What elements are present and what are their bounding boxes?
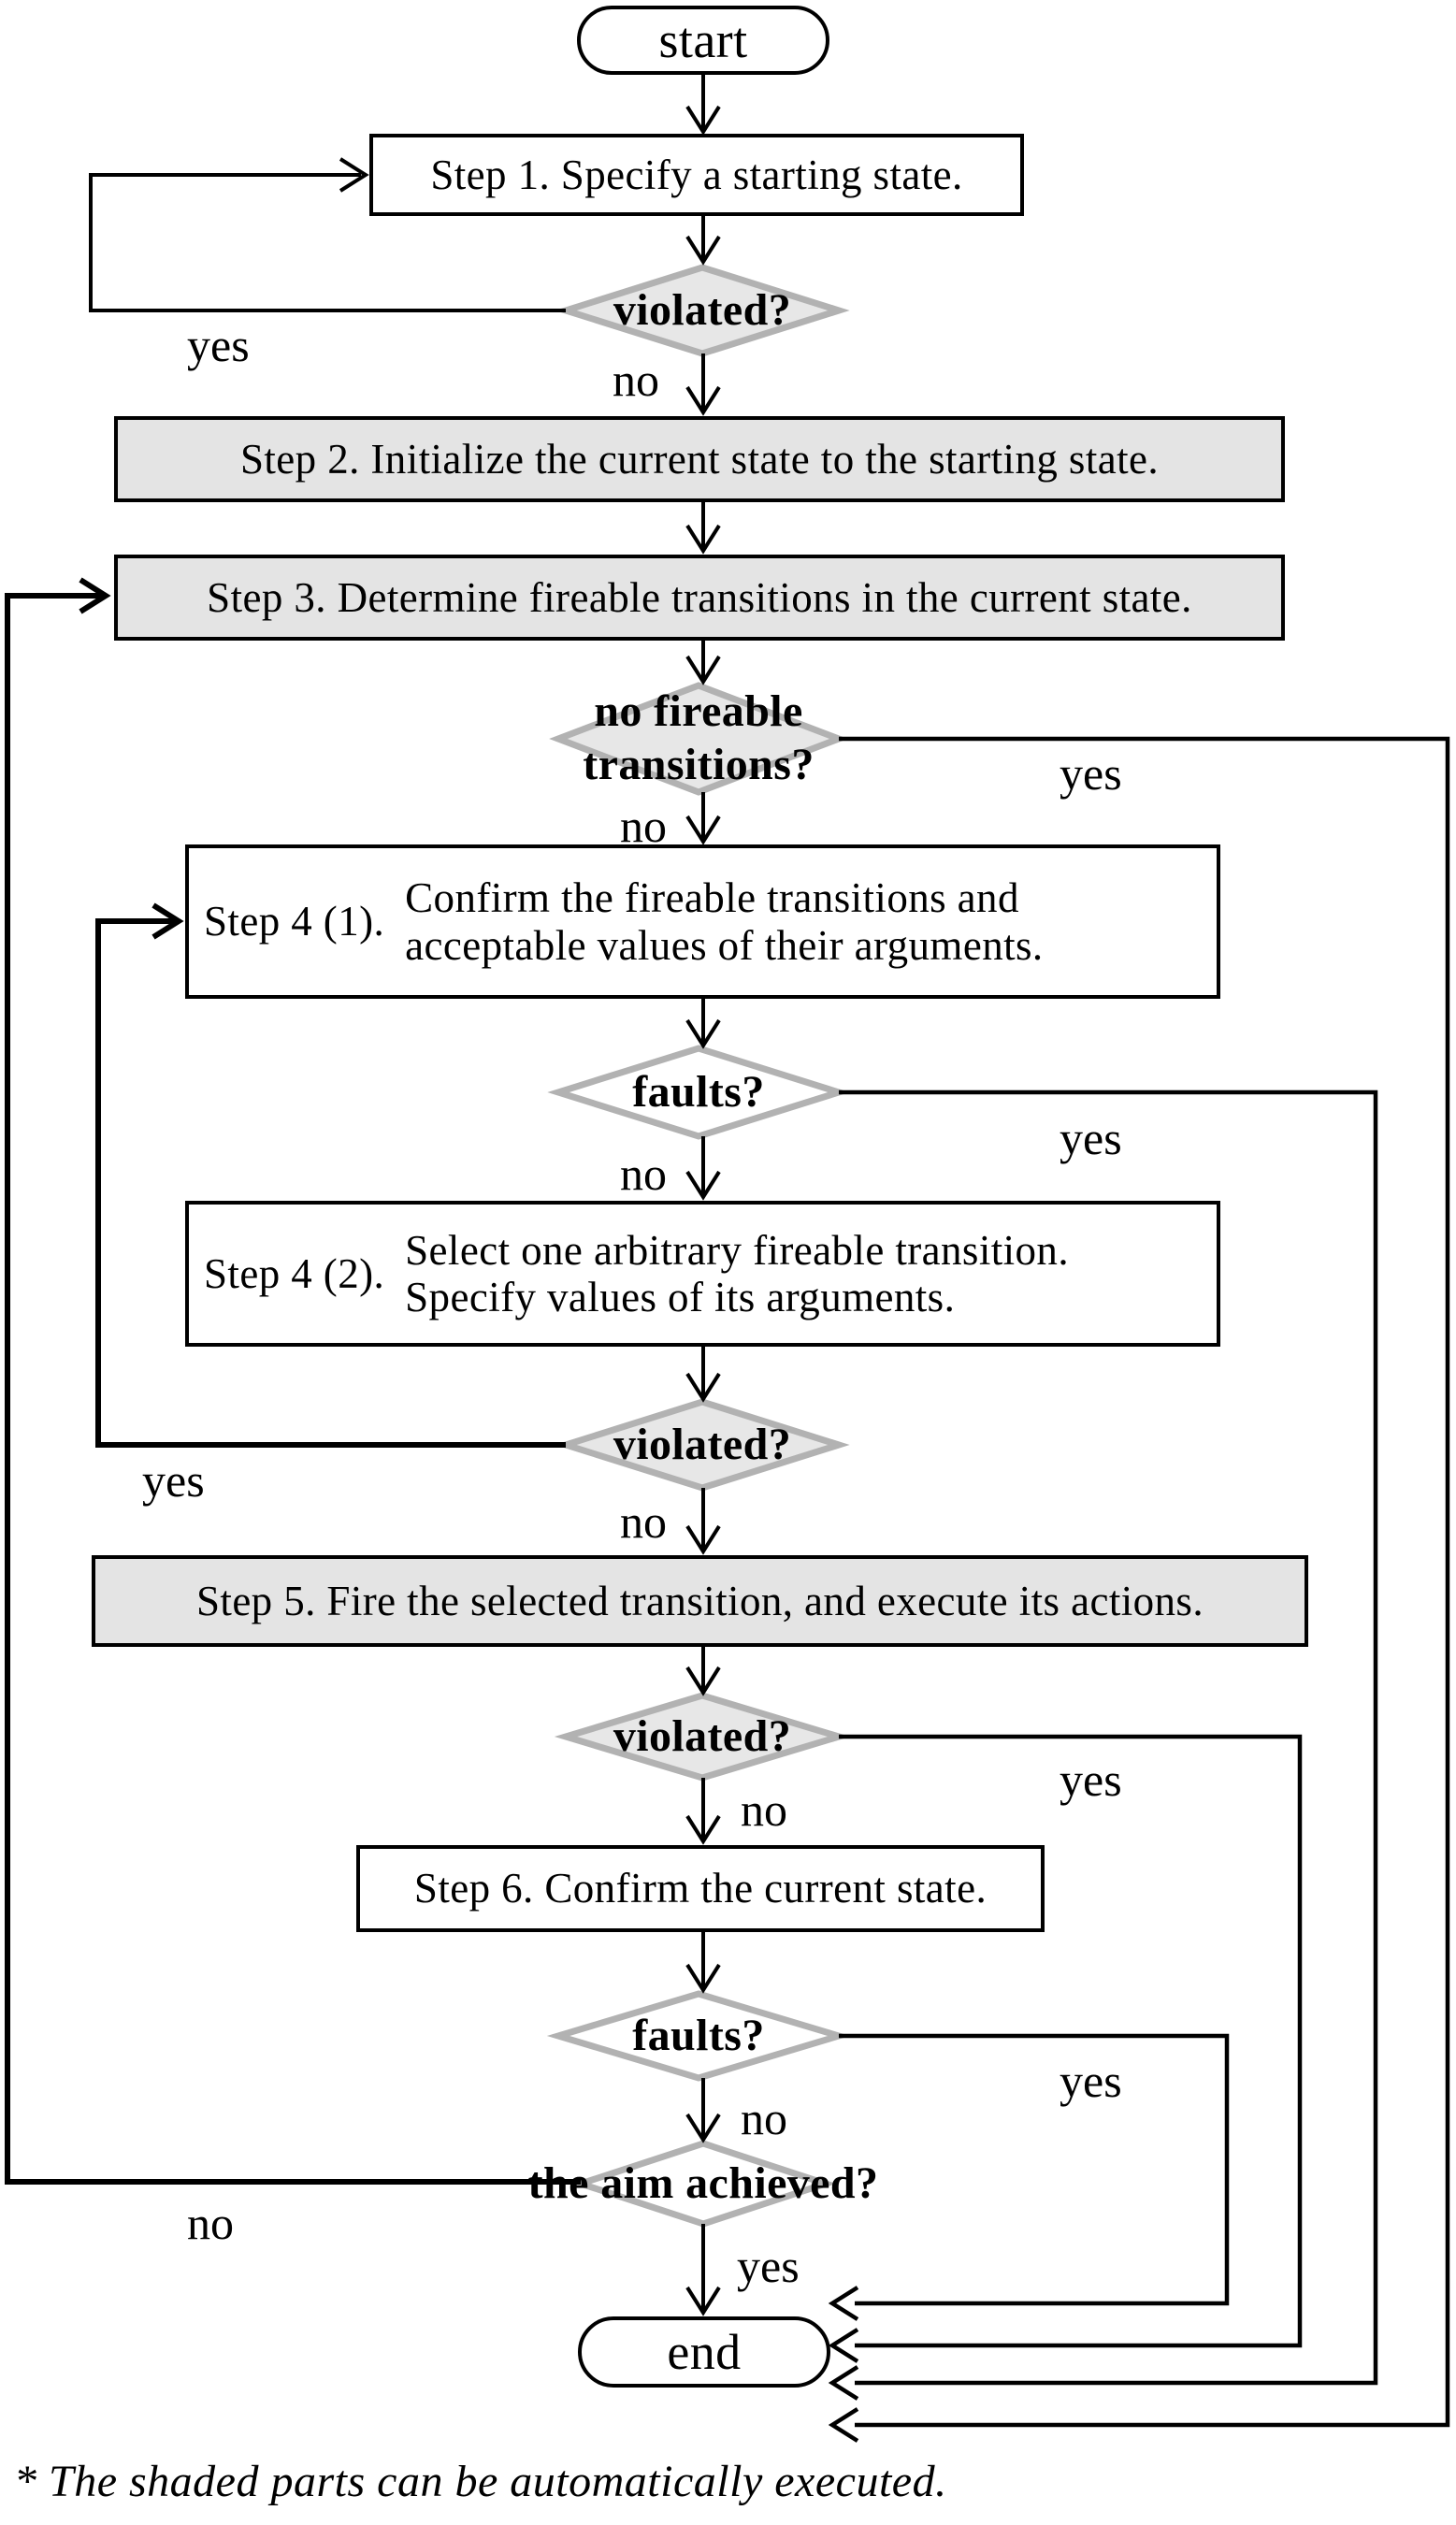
step1-box: Step 1. Specify a starting state. bbox=[369, 134, 1024, 216]
no-fireable-no-label: no bbox=[620, 800, 667, 852]
edge-no-fireable-yes bbox=[828, 736, 1450, 2443]
aim-achieved-label: the aim achieved? bbox=[527, 2157, 879, 2208]
aim-yes-label: yes bbox=[737, 2240, 800, 2292]
aim-no-label: no bbox=[187, 2197, 234, 2249]
step5-box: Step 5. Fire the selected transition, an… bbox=[92, 1555, 1308, 1647]
faults1-yes-label: yes bbox=[1060, 1112, 1122, 1164]
step3-label: Step 3. Determine fireable transitions i… bbox=[207, 573, 1192, 621]
start-label: start bbox=[658, 11, 748, 68]
end-label: end bbox=[667, 2323, 742, 2380]
footnote: * The shaded parts can be automatically … bbox=[14, 2457, 947, 2506]
violated2-yes-label: yes bbox=[142, 1454, 205, 1507]
step4-2-line2: Specify values of its arguments. bbox=[405, 1274, 956, 1320]
step2-label: Step 2. Initialize the current state to … bbox=[239, 435, 1160, 483]
edge-faults1-yes bbox=[828, 1089, 1378, 2401]
violated3-label: violated? bbox=[613, 1710, 792, 1761]
faults2-yes-label: yes bbox=[1060, 2055, 1122, 2107]
step4-1-lines: Confirm the fireable transitions and acc… bbox=[405, 874, 1043, 969]
edge-aim-no bbox=[5, 577, 581, 2185]
violated1-label: violated? bbox=[613, 284, 792, 335]
step4-2-box: Step 4 (2). Select one arbitrary fireabl… bbox=[185, 1201, 1220, 1347]
step4-2-line1: Select one arbitrary fireable transition… bbox=[405, 1226, 1069, 1274]
step1-label: Step 1. Specify a starting state. bbox=[430, 151, 963, 198]
step4-1-box: Step 4 (1). Confirm the fireable transit… bbox=[185, 844, 1220, 999]
violated2-label: violated? bbox=[613, 1419, 792, 1469]
diamond-faults-2 bbox=[546, 1990, 851, 2082]
step2-box: Step 2. Initialize the current state to … bbox=[114, 416, 1285, 502]
no-fireable-line2: transitions? bbox=[583, 740, 814, 789]
step4-1-prefix: Step 4 (1). bbox=[204, 898, 385, 945]
faults1-no-label: no bbox=[620, 1147, 667, 1200]
main-axis-arrows bbox=[685, 75, 721, 2316]
edge-violated1-yes bbox=[89, 157, 566, 312]
no-fireable-yes-label: yes bbox=[1060, 747, 1122, 800]
faults2-no-label: no bbox=[741, 2092, 787, 2144]
step6-label: Step 6. Confirm the current state. bbox=[413, 1865, 987, 1912]
step3-box: Step 3. Determine fireable transitions i… bbox=[114, 555, 1285, 641]
no-fireable-line1: no fireable bbox=[594, 686, 803, 737]
diamond-faults-1 bbox=[547, 1045, 850, 1140]
edge-faults2-yes bbox=[828, 2033, 1230, 2321]
step4-2-prefix: Step 4 (2). bbox=[204, 1249, 385, 1297]
violated3-no-label: no bbox=[741, 1783, 787, 1836]
step6-box: Step 6. Confirm the current state. bbox=[356, 1845, 1045, 1932]
step4-2-lines: Select one arbitrary fireable transition… bbox=[405, 1227, 1069, 1321]
start-terminal: start bbox=[577, 6, 829, 75]
step4-1-line1: Confirm the fireable transitions and bbox=[405, 874, 1019, 922]
faults2-label: faults? bbox=[632, 2010, 765, 2060]
violated2-no-label: no bbox=[620, 1495, 667, 1548]
edge-violated2-yes bbox=[95, 902, 566, 1448]
violated1-no-label: no bbox=[613, 354, 659, 406]
violated3-yes-label: yes bbox=[1060, 1753, 1122, 1806]
edge-violated3-yes bbox=[828, 1734, 1303, 2363]
diamond-no-fireable-transitions bbox=[549, 682, 848, 796]
end-terminal: end bbox=[578, 2316, 830, 2388]
faults1-label: faults? bbox=[632, 1066, 765, 1117]
violated1-yes-label: yes bbox=[187, 319, 250, 371]
step4-1-line2: acceptable values of their arguments. bbox=[405, 921, 1044, 969]
step5-label: Step 5. Fire the selected transition, an… bbox=[195, 1577, 1204, 1624]
no-fireable-label: no fireable transitions? bbox=[465, 685, 932, 793]
